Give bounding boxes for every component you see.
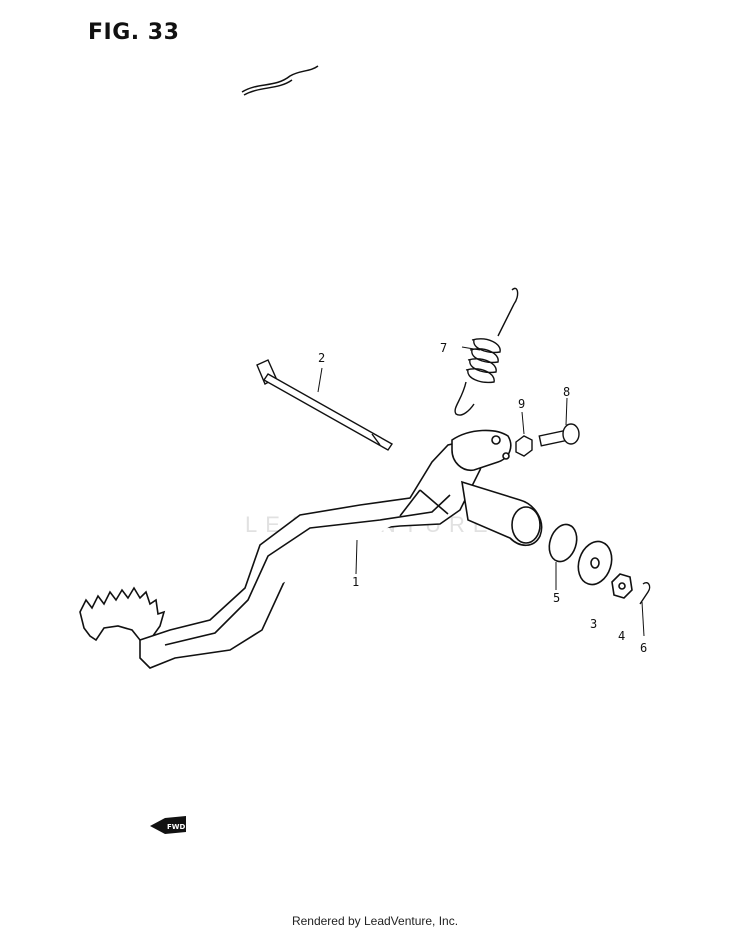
- callout-9: 9: [518, 397, 525, 411]
- callout-5: 5: [553, 591, 560, 605]
- callout-3: 3: [590, 617, 597, 631]
- callout-4: 4: [618, 629, 625, 643]
- part-8-bolt: [538, 423, 580, 447]
- part-2-shaft: [256, 359, 394, 451]
- part-1-brake-pedal: [79, 429, 543, 669]
- part-5-o-ring: [548, 523, 578, 563]
- figure-title: FIG. 33: [88, 20, 180, 45]
- callout-1: 1: [352, 575, 359, 589]
- part-4-nut: [611, 573, 633, 599]
- callout-8: 8: [563, 385, 570, 399]
- part-6-cotter-pin: [639, 582, 651, 605]
- fwd-arrow-label: FWD: [167, 823, 186, 831]
- callout-6: 6: [640, 641, 647, 655]
- callout-7: 7: [440, 341, 447, 355]
- part-9-nut: [515, 435, 533, 457]
- leader-lines: [317, 346, 645, 637]
- callout-2: 2: [318, 351, 325, 365]
- footer-credit: Rendered by LeadVenture, Inc.: [291, 914, 459, 928]
- fwd-arrow-icon: FWD: [150, 816, 186, 834]
- part-3-washer: [577, 540, 613, 586]
- part-7-spring: [454, 287, 519, 416]
- wire-fragment: [241, 65, 319, 96]
